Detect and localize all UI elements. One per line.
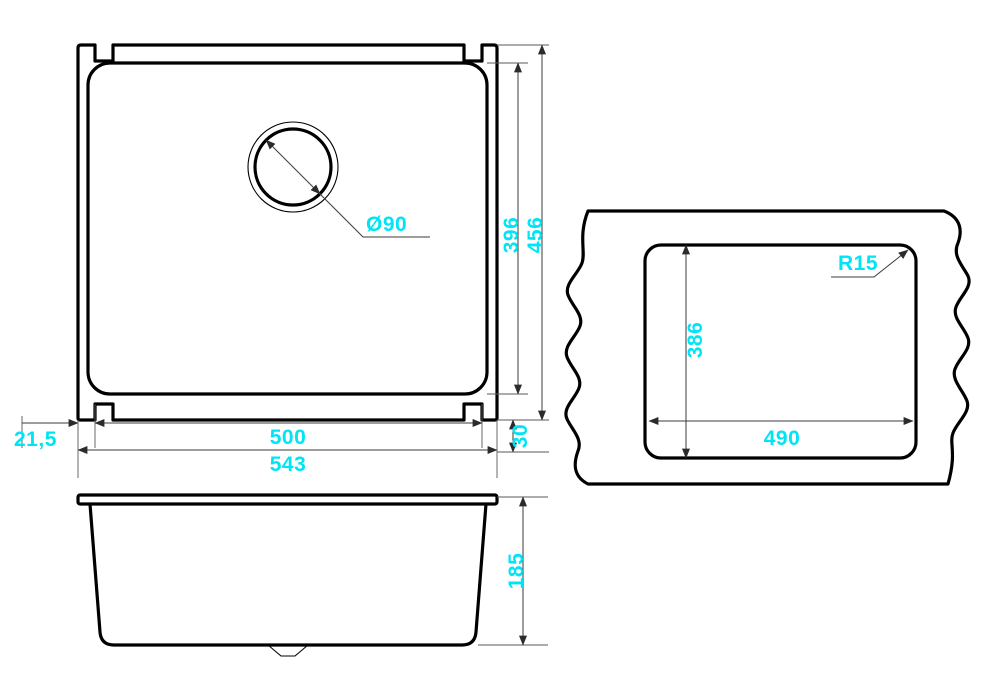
drain-diameter-dimension-line	[265, 139, 321, 195]
worktop-outline-with-break-lines	[564, 209, 971, 486]
drain-hole-circle	[253, 127, 333, 207]
dim-label-396: 396	[500, 217, 523, 254]
drain-outer-ring	[247, 121, 339, 213]
front-elevation-view: 185	[76, 493, 548, 657]
dim-label-30: 30	[509, 424, 532, 448]
dim-label-21-5: 21,5	[14, 428, 57, 451]
sink-outer-rim-outline	[76, 43, 499, 422]
dim-label-386: 386	[684, 322, 707, 359]
elevation-bowl-body	[88, 502, 488, 647]
dim-label-490: 490	[764, 427, 801, 450]
cutout-detail-view: 386 490 R15	[564, 209, 971, 486]
top-view: Ø90 396 456 30 21,5	[14, 43, 549, 478]
drain-leader-line	[317, 191, 430, 238]
dim-label-456: 456	[524, 217, 547, 254]
dim-label-543: 543	[270, 453, 307, 476]
dim-label-drain-diameter: Ø90	[366, 213, 407, 236]
sink-bowl-outline	[86, 61, 489, 396]
elevation-drain-recess	[267, 644, 309, 657]
dim-label-185: 185	[505, 553, 528, 590]
cutout-rectangle	[643, 243, 918, 460]
corner-radius-leader-line	[831, 249, 909, 278]
elevation-rim-bar	[76, 493, 499, 506]
dim-label-r15: R15	[838, 252, 878, 275]
dim-label-500: 500	[270, 426, 307, 449]
